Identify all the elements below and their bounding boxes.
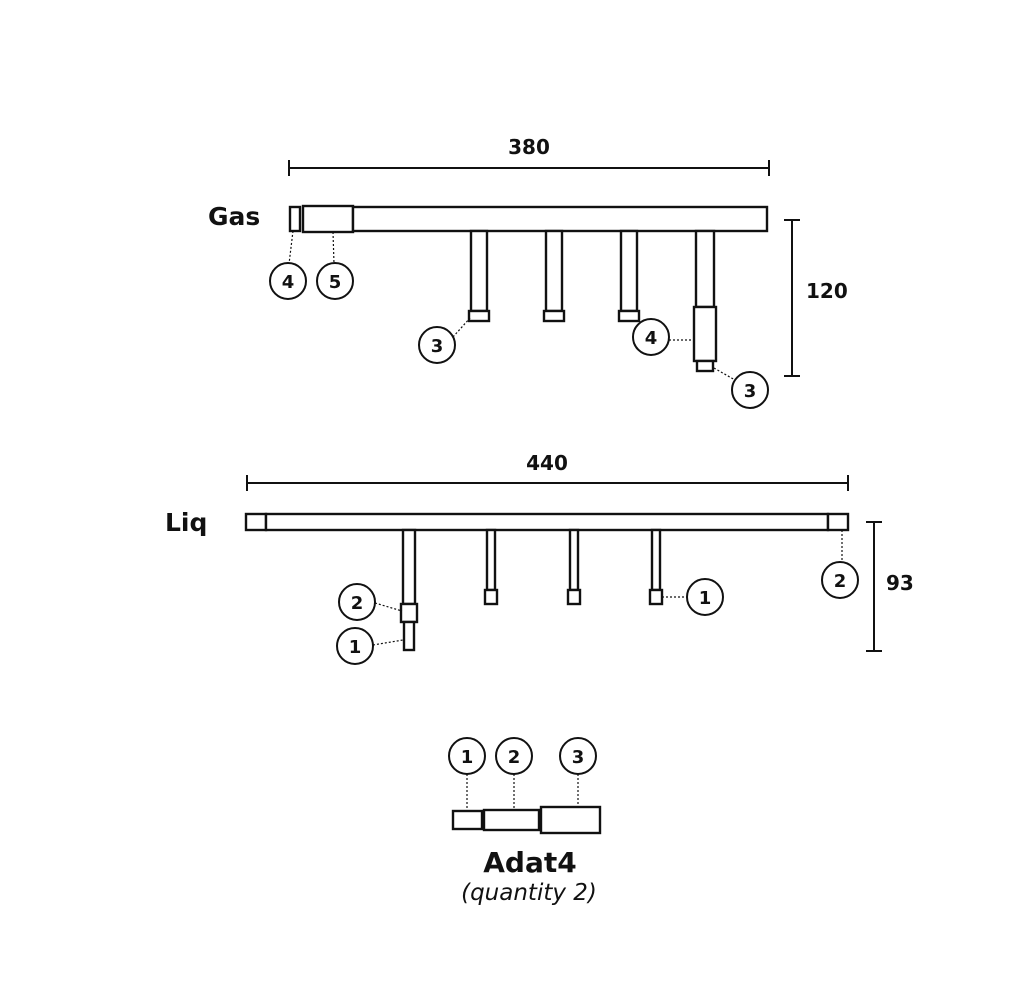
gas-width-dimension: 380 [288,135,770,176]
svg-text:2: 2 [508,747,521,768]
gas-callout-5: 5 [316,262,354,300]
gas-branch-pipe [544,229,564,313]
gas-branch-adapter [692,305,718,363]
liq-callout-2: 2 [821,561,859,599]
gas-header-pipe [351,205,769,233]
gas-height-label: 120 [806,279,848,303]
svg-text:2: 2 [351,593,364,614]
liq-branch-adapter [402,620,416,652]
gas-branch-cap [617,309,641,323]
liq-branch-cap [648,588,664,606]
gas-branch-cap [542,309,566,323]
liq-branch-pipe [485,528,497,592]
gas-branch-cap [695,359,715,373]
gas-branch-pipe [694,229,716,309]
gas-callout-4: 4 [269,262,307,300]
liq-branches [399,528,664,652]
gas-label: Gas [208,202,260,231]
gas-callout-3: 3 [731,371,769,409]
adapter-part-3 [539,805,602,835]
gas-callout-4: 4 [632,318,670,356]
liq-height-label: 93 [886,571,914,595]
liq-branch-pipe [401,528,417,606]
liq-width-label: 440 [526,451,568,475]
adapter-kit: 1 2 3 Adat4 (quantity 2) [448,737,602,906]
gas-branches [467,229,718,373]
svg-text:3: 3 [744,381,757,402]
gas-branch-pipe [619,229,639,313]
svg-text:1: 1 [699,588,712,609]
svg-text:2: 2 [834,571,847,592]
adapter-callout-1: 1 [448,737,486,775]
liq-assembly: 440 Liq 93 [165,451,914,665]
adapter-callout-3: 3 [559,737,597,775]
adapter-part-2 [482,808,541,832]
gas-branch-cap [467,309,491,323]
liq-end-adapter [244,512,268,532]
gas-assembly: 380 Gas 120 [208,135,848,409]
gas-width-label: 380 [508,135,550,159]
liq-callout-1: 1 [686,578,724,616]
liq-callout-2: 2 [338,583,376,621]
liq-branch-cap [483,588,499,606]
adapter-title: Adat4 [483,846,576,879]
liq-header-pipe [264,512,830,532]
liq-branch-pipe [650,528,662,592]
gas-reducer [301,204,355,234]
gas-branch-pipe [469,229,489,313]
liq-branch-cap [566,588,582,606]
liq-branch-adapter [399,602,419,624]
gas-callout-3: 3 [418,326,456,364]
svg-text:4: 4 [645,328,658,349]
adapter-part-1 [451,809,484,831]
liq-end-adapter [826,512,850,532]
liq-label: Liq [165,508,207,537]
liq-height-dimension: 93 [866,521,914,652]
svg-text:1: 1 [349,637,362,658]
adapter-callout-2: 2 [495,737,533,775]
liq-width-dimension: 440 [246,451,849,491]
svg-text:3: 3 [431,336,444,357]
svg-text:1: 1 [461,747,474,768]
gas-end-adapter [288,205,302,233]
svg-text:5: 5 [329,272,342,293]
svg-text:3: 3 [572,747,585,768]
gas-height-dimension: 120 [784,219,848,377]
adapter-quantity: (quantity 2) [461,880,597,906]
liq-callout-1: 1 [336,627,374,665]
svg-text:4: 4 [282,272,295,293]
liq-branch-pipe [568,528,580,592]
